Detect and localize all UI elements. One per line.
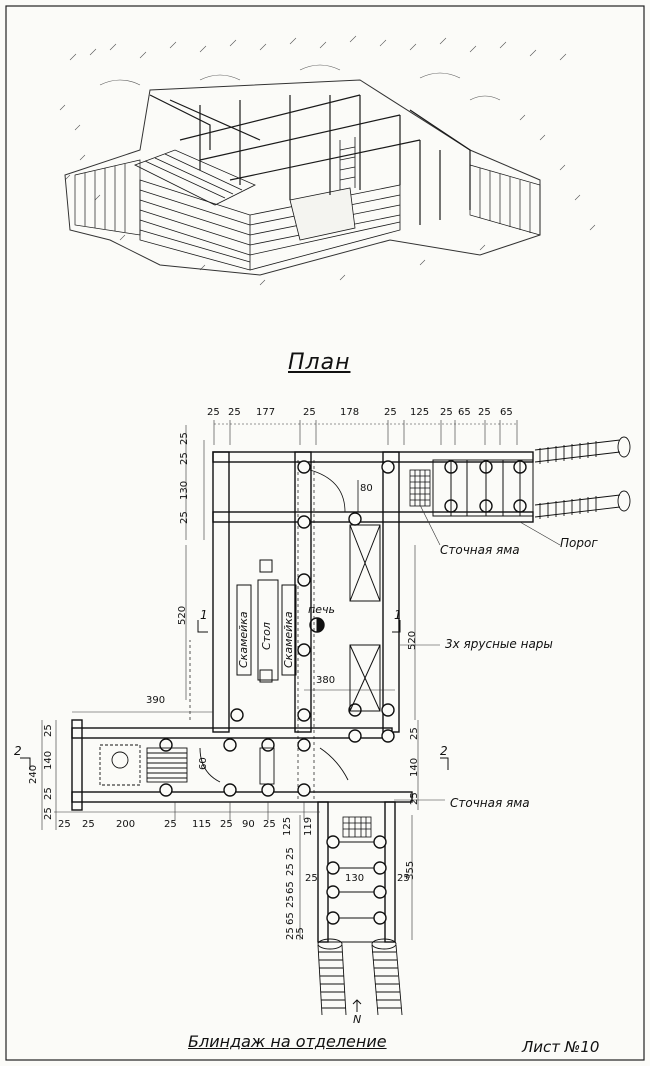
dim-left-1: 25 (179, 432, 190, 445)
sheet-number: Лист №10 (522, 1038, 600, 1056)
dim-right-520: 520 (407, 630, 418, 650)
north-mark: N (353, 1013, 362, 1026)
table-label: Стол (260, 622, 273, 650)
door-arcs-top (309, 469, 359, 513)
dim-60: 60 (198, 757, 209, 770)
dim-corr-l7: 25 (295, 927, 306, 940)
revetment-right (469, 164, 541, 236)
dim-390: 390 (146, 695, 166, 706)
dim-bot-3: 200 (116, 819, 136, 830)
dim-left-2: 25 (179, 452, 190, 465)
dim-bot-1: 25 (58, 819, 71, 830)
dim-left-4: 25 (179, 511, 190, 524)
drain-pit-bottom-label: Сточная яма (450, 796, 530, 810)
dim-line-corridor (299, 815, 413, 940)
trench-outline (64, 79, 541, 276)
dim-left-520: 520 (177, 605, 188, 625)
dim-bot-10: 119 (303, 816, 314, 836)
dim-bot-6: 25 (220, 819, 233, 830)
stove-label: печь (308, 603, 335, 616)
leaders (54, 504, 561, 820)
dim-top-10: 25 (478, 407, 491, 418)
dim-corr-l5: 65 (285, 912, 296, 925)
dim-rsmall-1: 25 (409, 727, 420, 740)
floor-plan (20, 420, 631, 1016)
dim-top-7: 125 (410, 407, 430, 418)
dim-bot-8: 25 (263, 819, 276, 830)
dim-top-9: 65 (458, 407, 471, 418)
furniture-table (236, 559, 297, 683)
plan-title: План (288, 350, 351, 375)
dim-130: 130 (345, 873, 365, 884)
bench-left-label: Скамейка (237, 611, 250, 668)
dim-355: 355 (405, 860, 416, 880)
threshold-label: Порог (560, 536, 598, 550)
dim-corr-r1: 25 (397, 873, 410, 884)
dim-bot-9: 125 (282, 816, 293, 836)
steps-top-right (432, 459, 534, 517)
dim-240: 240 (28, 764, 39, 784)
bunks (349, 524, 381, 712)
section-mark-1-left: 1 (200, 608, 208, 622)
section-mark-2-left: 2 (14, 744, 22, 758)
posts-corridor (326, 835, 387, 925)
dim-80: 80 (360, 483, 373, 494)
dim-corr-l4: 25 (285, 895, 296, 908)
section-mark-2-right: 2 (440, 744, 448, 758)
entrance-pipes-bottom (317, 938, 403, 1016)
dim-left-3: 130 (179, 480, 190, 500)
dim-top-6: 25 (384, 407, 397, 418)
dim-bot-5: 115 (192, 819, 212, 830)
log-wall-front (139, 179, 251, 271)
drain-pit-bottom (342, 816, 372, 838)
dim-corr-l3: 65 (285, 881, 296, 894)
dim-lsmall-1: 25 (43, 724, 54, 737)
corridor-steps (328, 841, 385, 943)
dim-top-11: 65 (500, 407, 513, 418)
dim-bot-2: 25 (82, 819, 95, 830)
posts-top (230, 460, 527, 722)
revetment-left (74, 159, 141, 236)
stair-bottom-left (99, 744, 349, 786)
dim-rsmall-3: 25 (409, 792, 420, 805)
dim-top-5: 178 (340, 407, 360, 418)
perspective-sketch (59, 35, 596, 286)
dim-corr-l1: 25 (285, 847, 296, 860)
dim-corr-l2: 25 (285, 863, 296, 876)
entrance-pipes-top (534, 436, 631, 519)
drawing-caption: Блиндаж на отделение (188, 1032, 387, 1051)
dim-380: 380 (316, 675, 336, 686)
posts-bottom (159, 729, 395, 797)
section-arrows (20, 620, 449, 1012)
section-mark-1-right: 1 (394, 608, 402, 622)
dim-bot-7: 90 (242, 819, 255, 830)
bench-right-label: Скамейка (282, 611, 295, 668)
sheet-frame (5, 5, 645, 1061)
dim-rsmall-2: 140 (409, 757, 420, 777)
dim-top-3: 177 (256, 407, 276, 418)
dim-top-2: 25 (228, 407, 241, 418)
dim-lsmall-3: 25 (43, 787, 54, 800)
drain-pit-top (409, 469, 431, 507)
dim-lsmall-2: 140 (43, 750, 54, 770)
dim-top-4: 25 (303, 407, 316, 418)
dim-lines-vertical (41, 425, 419, 830)
dim-corr-25b: 25 (305, 873, 318, 884)
dim-lsmall-4: 25 (43, 807, 54, 820)
inner-ladder (339, 137, 356, 190)
bunks-label: 3х ярусные нары (445, 637, 553, 651)
dim-leaders-top (213, 420, 518, 445)
dim-bot-4: 25 (164, 819, 177, 830)
log-roof-left (134, 149, 256, 206)
dim-top-8: 25 (440, 407, 453, 418)
drain-pit-top-label: Сточная яма (440, 543, 520, 557)
dim-top-1: 25 (207, 407, 220, 418)
ground-hatch (59, 35, 596, 286)
